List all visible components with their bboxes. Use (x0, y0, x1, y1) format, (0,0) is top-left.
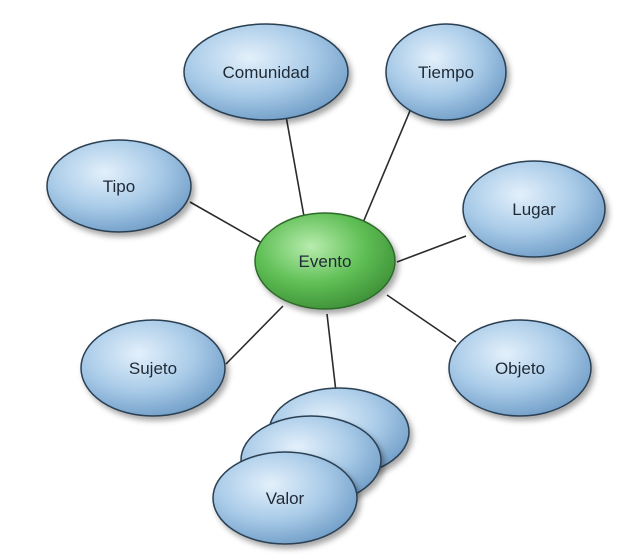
node-sujeto: Sujeto (80, 319, 226, 417)
node-tiempo-label: Tiempo (418, 63, 474, 82)
node-objeto-shape (448, 319, 592, 417)
connector-sujeto (225, 305, 284, 365)
connector-tipo (189, 201, 263, 244)
node-evento: Evento (254, 212, 396, 310)
node-sujeto-label: Sujeto (129, 359, 177, 378)
node-valor-label: Valor (266, 489, 305, 508)
node-lugar: Lugar (462, 160, 606, 258)
node-valor-shape (212, 451, 358, 545)
node-comunidad: Comunidad (183, 23, 349, 121)
connector-comunidad (285, 115, 306, 223)
node-tipo: Tipo (46, 139, 192, 233)
node-lugar-label: Lugar (512, 200, 556, 219)
node-lugar-shape (462, 160, 606, 258)
connector-objeto (386, 294, 457, 343)
connector-lugar (396, 235, 467, 263)
node-evento-label: Evento (299, 252, 352, 271)
connectors (189, 105, 467, 393)
node-valor-stack: Valor (212, 387, 410, 545)
node-objeto-label: Objeto (495, 359, 545, 378)
node-comunidad-shape (183, 23, 349, 121)
connector-tiempo (361, 105, 413, 226)
node-tipo-label: Tipo (103, 177, 135, 196)
node-evento-shape (254, 212, 396, 310)
node-objeto: Objeto (448, 319, 592, 417)
node-comunidad-label: Comunidad (223, 63, 310, 82)
node-tiempo: Tiempo (385, 23, 507, 121)
connector-valor (326, 313, 337, 393)
node-sujeto-shape (80, 319, 226, 417)
node-tipo-shape (46, 139, 192, 233)
node-tiempo-shape (385, 23, 507, 121)
